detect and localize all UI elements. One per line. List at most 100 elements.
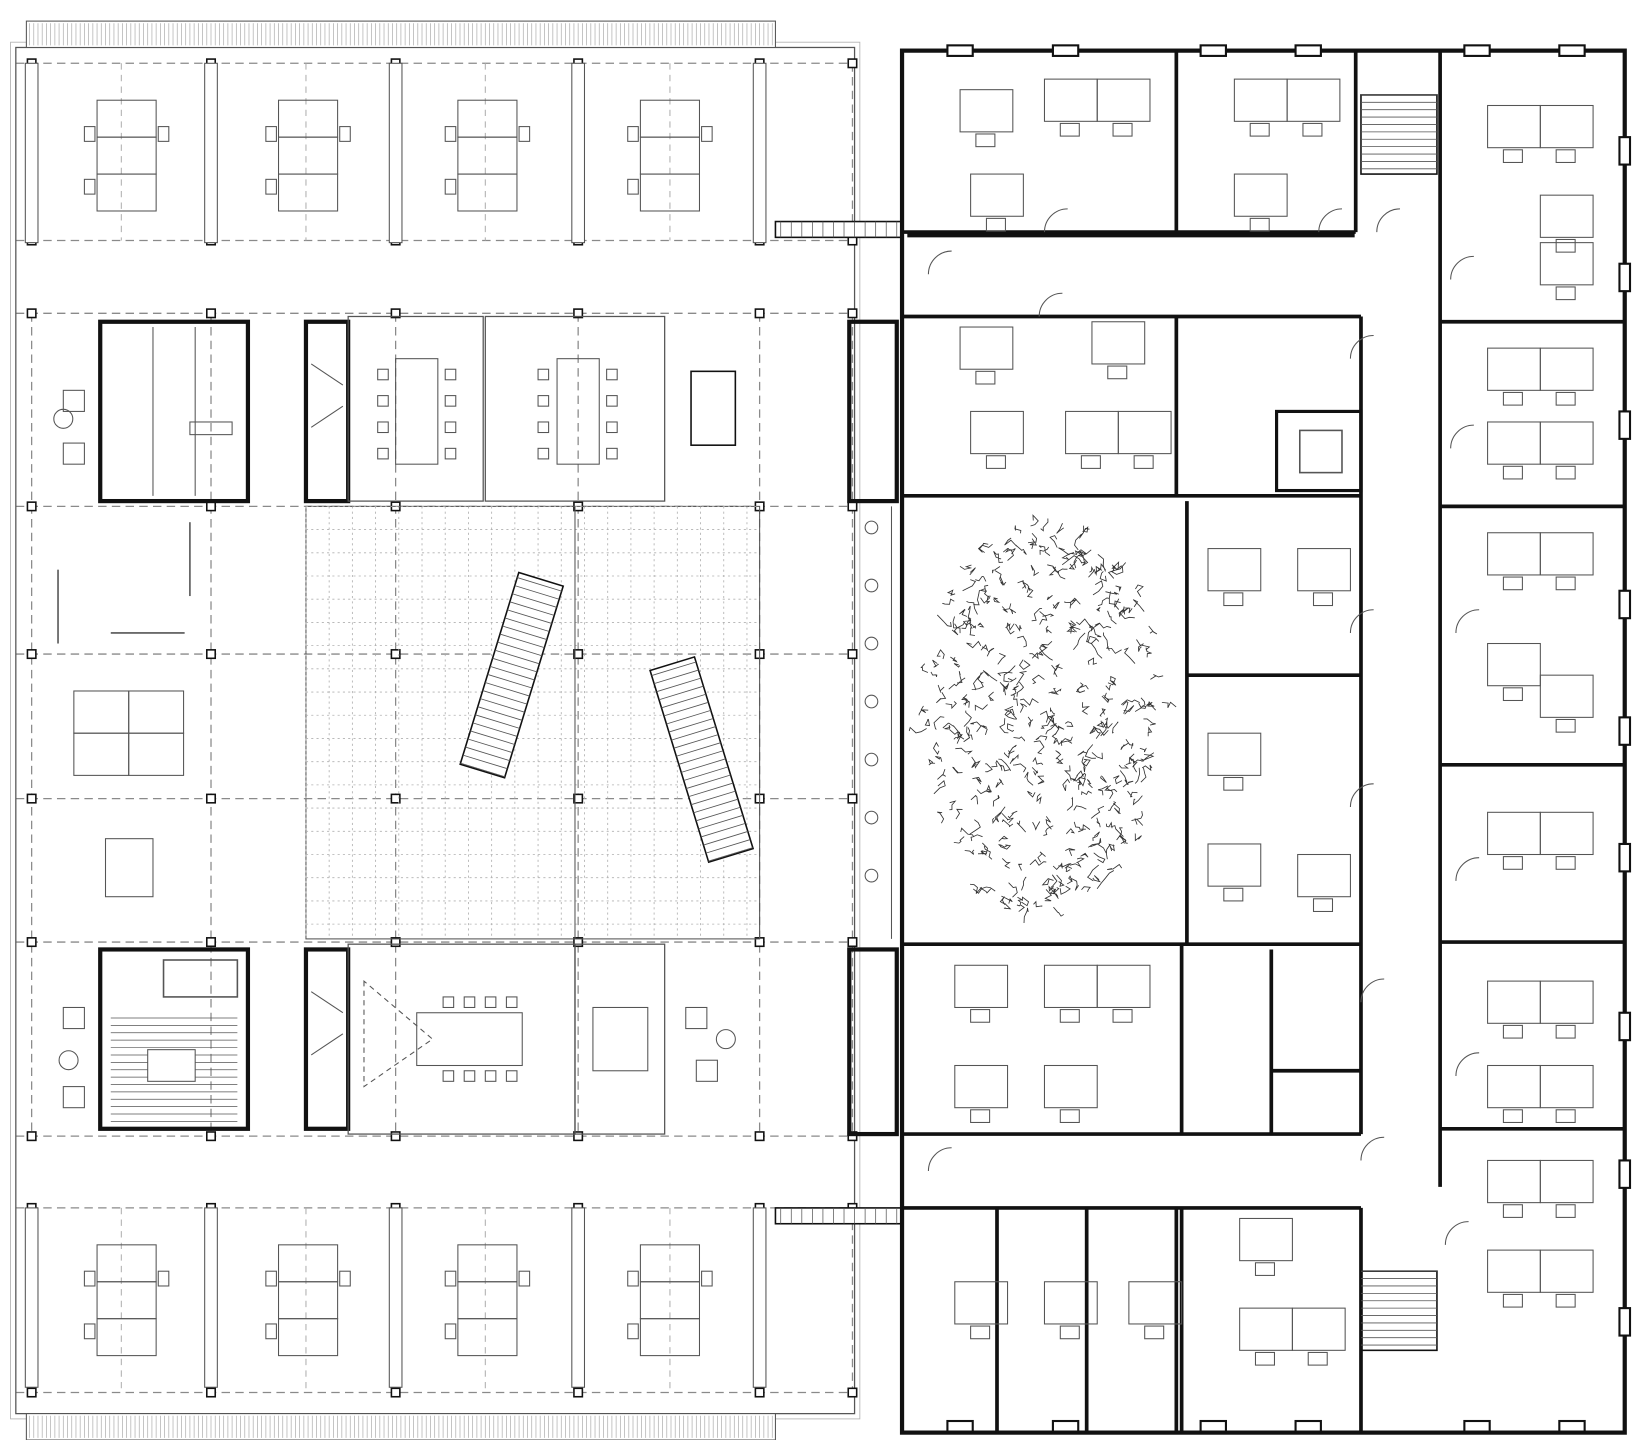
column (847, 937, 858, 948)
window-pier (1051, 1419, 1080, 1433)
desk (457, 1244, 518, 1283)
desk (1239, 1307, 1293, 1351)
chair (606, 447, 618, 460)
stair-core (98, 947, 251, 1131)
stair-tread (504, 617, 550, 632)
side-table (58, 1050, 79, 1071)
desk (954, 1064, 1009, 1109)
planter (864, 752, 879, 767)
stair-tread (681, 758, 726, 773)
meeting-table (416, 1012, 523, 1067)
chair (505, 996, 518, 1009)
chair (444, 1270, 457, 1287)
column (754, 308, 765, 319)
desk (1539, 980, 1594, 1024)
column (847, 649, 858, 660)
side-table (715, 1029, 736, 1050)
bridge (774, 220, 903, 239)
chair (1112, 122, 1133, 137)
desk (457, 99, 518, 138)
chair (970, 1109, 991, 1123)
chair (83, 1323, 96, 1340)
desk (639, 1244, 701, 1283)
door-swing (1376, 208, 1401, 233)
chair (970, 1325, 991, 1340)
lounge-chair (62, 1086, 85, 1109)
chair (627, 178, 639, 195)
chair (83, 126, 96, 142)
stair-tread (514, 585, 560, 600)
chair (1254, 1351, 1275, 1366)
door-swing (1450, 424, 1474, 449)
door-swing (1455, 1052, 1480, 1077)
desk (96, 1281, 157, 1320)
desk (96, 136, 157, 175)
stair-tread (661, 693, 707, 709)
chair (1502, 1024, 1523, 1039)
chair (1555, 1293, 1576, 1308)
stair-tread (708, 847, 753, 862)
desk (1487, 421, 1541, 465)
east-wing-cellular-offices (899, 44, 1632, 1435)
chair (484, 1070, 497, 1082)
desk (277, 1244, 339, 1283)
window-pier (946, 1419, 974, 1433)
chair (975, 133, 996, 148)
stair-tread (489, 665, 535, 681)
partition (204, 62, 218, 244)
stair-tread (472, 722, 518, 737)
desk (457, 1281, 518, 1320)
lounge-chair (62, 442, 85, 465)
stair-tread (465, 746, 510, 762)
door-swing (1450, 255, 1474, 280)
desk (1487, 347, 1541, 391)
stair-tread (487, 674, 533, 689)
window-pier (1463, 1419, 1491, 1433)
stair-tread (485, 682, 530, 697)
chair (627, 1323, 639, 1340)
stair (1360, 94, 1438, 175)
chair (265, 1323, 277, 1340)
desk (1539, 674, 1594, 718)
stair-tread (688, 782, 734, 798)
window-pier (1618, 410, 1632, 440)
stair-landing (147, 1049, 196, 1082)
chair (518, 126, 531, 142)
chair (985, 455, 1006, 469)
desk (1487, 1159, 1541, 1204)
chair (444, 178, 457, 195)
stair-tread (676, 742, 721, 757)
stair-tread (703, 831, 748, 846)
window-pier (1618, 1159, 1632, 1189)
structural-grid (15, 62, 854, 1394)
partition (571, 1207, 586, 1388)
chair (537, 368, 550, 381)
chair (1059, 1325, 1080, 1340)
meeting-table (395, 358, 439, 465)
window-pier (1199, 1419, 1227, 1433)
chair (157, 1270, 170, 1287)
lounge-chair (695, 1059, 718, 1082)
column (26, 308, 37, 319)
chair (444, 447, 457, 460)
stair-tread (494, 649, 540, 665)
desk (1096, 964, 1151, 1008)
door-swing (927, 250, 952, 275)
chair (463, 1070, 476, 1082)
desk (96, 1318, 157, 1357)
window-pier (1199, 44, 1227, 57)
window-pier (1294, 44, 1322, 57)
column (847, 308, 858, 319)
chair (1307, 1351, 1328, 1366)
storage-door (310, 1033, 344, 1056)
door-swing (927, 1147, 952, 1171)
meeting-room (347, 315, 484, 502)
chair (157, 126, 170, 142)
chair (970, 1009, 991, 1023)
column (390, 649, 401, 660)
table (104, 838, 154, 898)
desk (1487, 1249, 1541, 1293)
chair (339, 126, 351, 142)
column (573, 649, 584, 660)
meeting-room (347, 943, 576, 1135)
